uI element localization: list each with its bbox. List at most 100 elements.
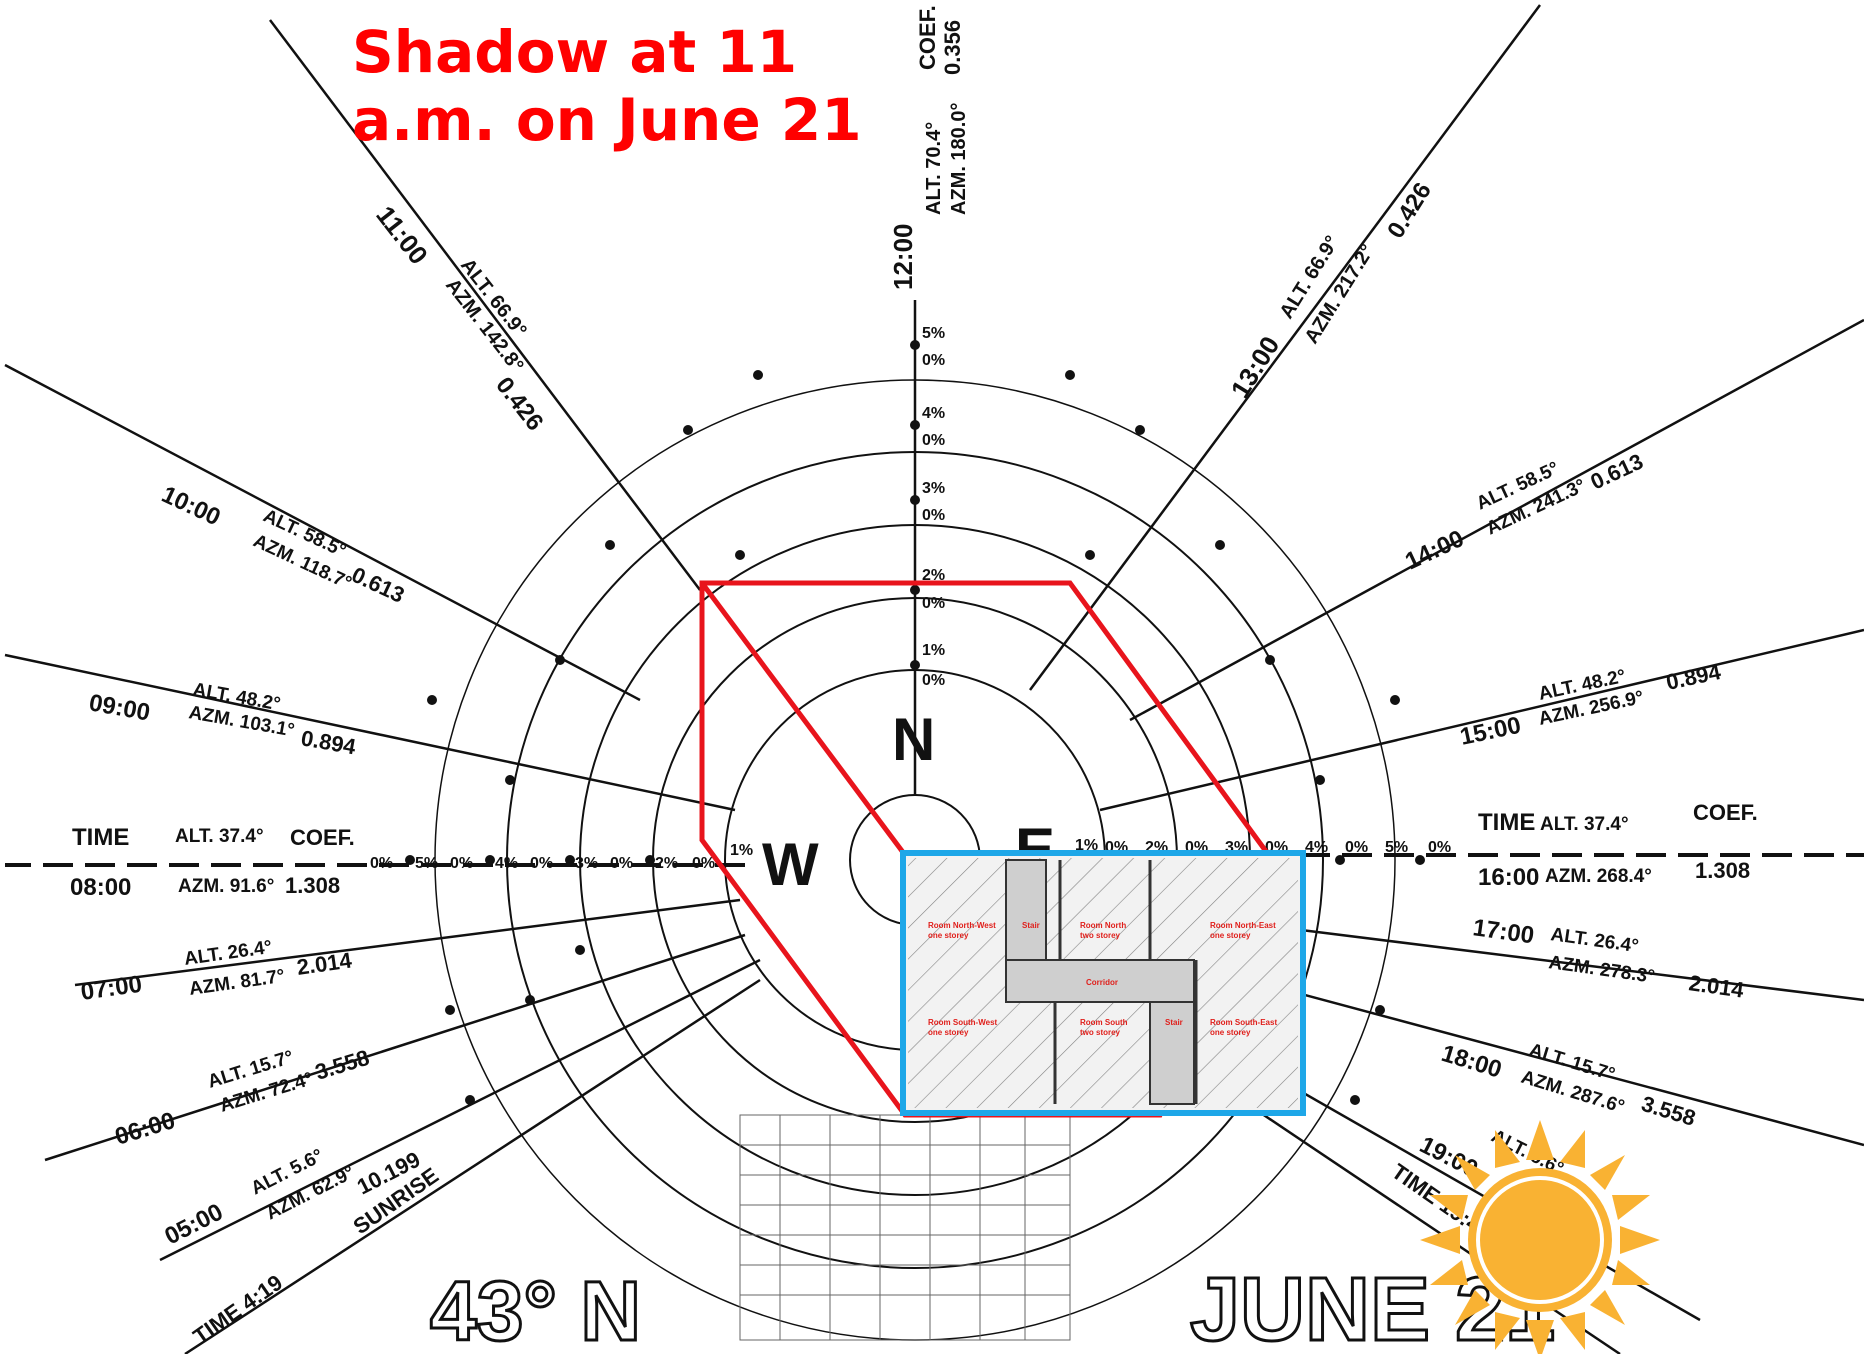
value-coef-1600: 1.308 [1695, 858, 1750, 883]
latitude-label: 43° N [430, 1264, 641, 1354]
label-coef-1200: COEF. [915, 5, 940, 70]
pct-west-9: 1% [730, 842, 753, 859]
label-azm-0800: AZM. 91.6° [178, 876, 274, 897]
title-line-1: Shadow at 11 [352, 18, 798, 86]
value-coef-1200: 0.356 [940, 20, 965, 75]
room-n-note: two storey [1080, 931, 1121, 940]
value-coef-1300: 0.426 [1382, 178, 1437, 243]
label-alt-0800: ALT. 37.4° [175, 826, 264, 847]
label-alt-1600: ALT. 37.4° [1540, 814, 1629, 835]
label-time-0600: 06:00 [112, 1107, 179, 1151]
value-coef-0800: 1.308 [285, 873, 340, 898]
label-time-1400: 14:00 [1401, 525, 1468, 575]
room-nw-label: Room North-West [928, 921, 996, 930]
hour-line-0500 [159, 958, 761, 1262]
pct-west-2: 0% [450, 855, 473, 872]
corridor-label: Corridor [1086, 978, 1118, 987]
page-title: Shadow at 11 a.m. on June 21 [352, 18, 862, 154]
room-s-note: two storey [1080, 1028, 1121, 1037]
label-azm-1600: AZM. 268.4° [1545, 866, 1652, 887]
label-time-1300: 13:00 [1225, 331, 1286, 403]
pct-north-5: 0% [922, 507, 945, 524]
stair-north [1005, 859, 1047, 961]
pct-north-0: 5% [922, 325, 945, 342]
label-coef-0800: COEF. [290, 825, 355, 850]
pct-north-9: 0% [922, 672, 945, 689]
label-time-0700: 07:00 [79, 971, 144, 1006]
value-coef-0700: 2.014 [295, 947, 354, 980]
pct-north-7: 0% [922, 595, 945, 612]
room-nw-note: one storey [928, 931, 969, 940]
value-coef-0900: 0.894 [299, 725, 358, 759]
label-azm-1700: AZM. 278.3° [1547, 952, 1656, 988]
room-se-label: Room South-East [1210, 1018, 1277, 1027]
stair-south-label: Stair [1165, 1018, 1183, 1027]
pct-west-4: 0% [530, 855, 553, 872]
corridor [1005, 959, 1195, 1003]
pct-east-0: 1% [1075, 837, 1098, 854]
label-alt-1700: ALT. 26.4° [1549, 924, 1640, 957]
label-alt-1200: ALT. 70.4° [923, 122, 945, 215]
pct-east-7: 0% [1345, 839, 1368, 856]
pct-north-6: 2% [922, 567, 945, 584]
room-sw-note: one storey [928, 1028, 969, 1037]
pct-north-8: 1% [922, 642, 945, 659]
sun-icon [1420, 1120, 1660, 1354]
hour-line-0600 [44, 933, 746, 1162]
value-coef-1100: 0.426 [490, 372, 548, 436]
pct-north-1: 0% [922, 352, 945, 369]
shadow-diagonal [699, 581, 908, 857]
pct-west-5: 3% [575, 855, 598, 872]
room-ne-note: one storey [1210, 931, 1251, 940]
room-s-label: Room South [1080, 1018, 1128, 1027]
pct-east-8: 5% [1385, 839, 1408, 856]
stair-north-label: Stair [1022, 921, 1040, 930]
room-se-note: one storey [1210, 1028, 1251, 1037]
label-time-1100: 11:00 [370, 200, 434, 270]
pct-north-4: 3% [922, 480, 945, 497]
hour-line-0900 [4, 653, 736, 812]
stair-south [1149, 1001, 1195, 1105]
pct-west-6: 0% [610, 855, 633, 872]
label-time-1200: 12:00 [888, 224, 918, 291]
compass-west: W [762, 831, 819, 898]
hour-line-0700 [74, 898, 741, 987]
value-coef-1000: 0.613 [348, 562, 408, 608]
pct-east-9: 0% [1428, 839, 1451, 856]
compass-north: N [892, 706, 935, 773]
label-time-1500: 15:00 [1458, 712, 1524, 751]
label-coef-1600: COEF. [1693, 800, 1758, 825]
value-time-0800: 08:00 [70, 874, 131, 901]
hour-line-1400 [1129, 318, 1864, 722]
value-coef-0600: 3.558 [312, 1045, 372, 1085]
pct-east-6: 4% [1305, 839, 1328, 856]
pct-west-3: 4% [495, 855, 518, 872]
data-table-graphic [739, 1114, 1071, 1341]
label-azm-0700: AZM. 81.7° [188, 966, 286, 1000]
pct-west-1: 5% [415, 855, 438, 872]
value-time-1600: 16:00 [1478, 864, 1539, 891]
hour-line-1300 [1028, 4, 1542, 691]
value-coef-1800: 3.558 [1639, 1091, 1699, 1131]
hour-line-sunrise [184, 978, 761, 1354]
hour-line-1100 [269, 19, 701, 591]
room-sw-label: Room South-West [928, 1018, 998, 1027]
room-n-label: Room North [1080, 921, 1126, 930]
pct-west-8: 0% [692, 855, 715, 872]
pct-north-2: 4% [922, 405, 945, 422]
value-coef-1500: 0.894 [1664, 659, 1724, 695]
label-time-0800: TIME [72, 824, 129, 851]
pct-west-7: 2% [655, 855, 678, 872]
value-coef-1700: 2.014 [1687, 970, 1746, 1003]
label-time-sunrise: TIME 4:19 [189, 1270, 287, 1349]
hour-line-1000 [4, 363, 641, 702]
label-time-1600: TIME [1478, 809, 1535, 836]
pct-north-3: 0% [922, 432, 945, 449]
label-time-0900: 09:00 [87, 689, 152, 726]
label-time-1700: 17:00 [1471, 914, 1536, 949]
title-line-2: a.m. on June 21 [352, 86, 862, 154]
hour-line-1500 [1099, 628, 1864, 812]
label-time-1000: 10:00 [157, 481, 224, 531]
